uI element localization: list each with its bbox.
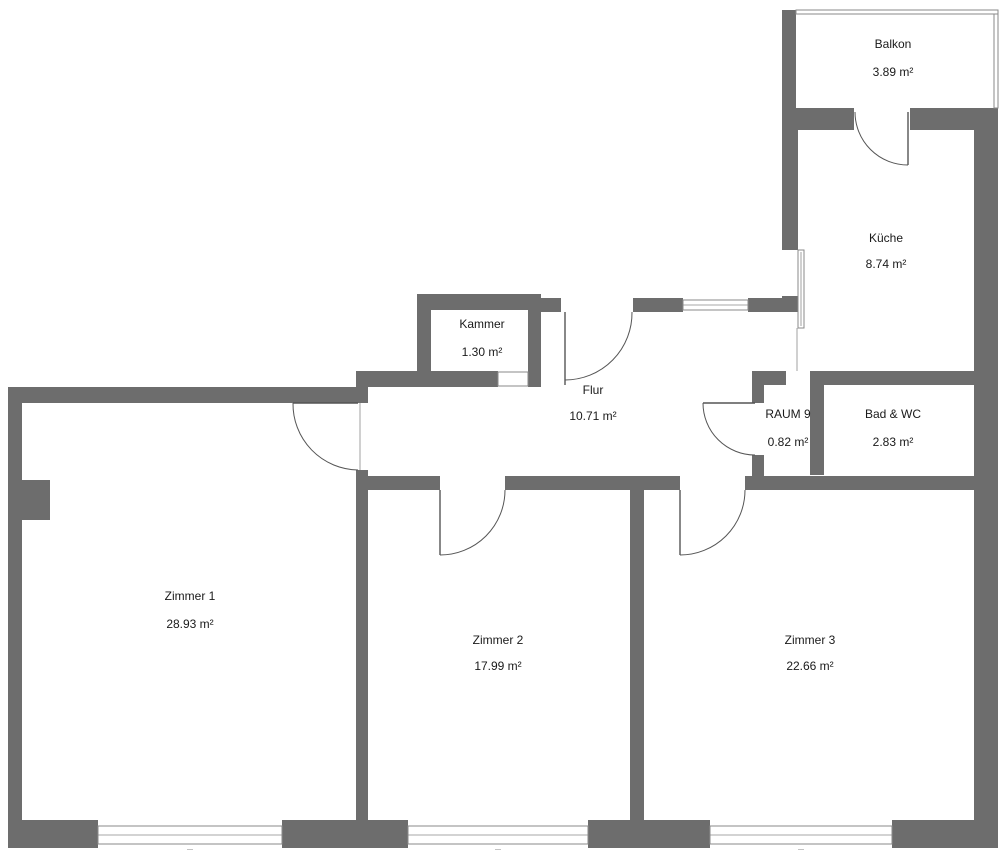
door-swing [439,489,506,556]
wall [417,294,541,310]
room-name: Zimmer 2 [473,633,524,647]
windows [97,9,999,845]
scale-tick: — [187,847,193,852]
room-area: 8.74 m² [866,257,907,271]
wall [356,387,368,403]
doors [292,111,909,556]
wall [356,371,498,387]
wall [282,820,408,848]
room-area: 17.99 m² [474,659,521,673]
wall [810,385,824,475]
room-name: Kammer [459,317,504,331]
wall [633,298,683,312]
room-name: Zimmer 1 [165,589,216,603]
room-balkon: Balkon 3.89 m² [873,37,914,79]
room-area: 3.89 m² [873,65,914,79]
room-area: 0.82 m² [768,435,809,449]
room-name: Zimmer 3 [785,633,836,647]
wall [974,385,998,477]
wall [528,371,541,387]
wall [810,371,998,385]
wall [748,298,798,312]
room-name: RAUM 9 [765,407,811,421]
wall [974,488,998,848]
wall [541,298,561,312]
room-kueche: Küche 8.74 m² [866,231,907,271]
wall [752,385,764,403]
wall [745,476,998,490]
room-raum9: RAUM 9 0.82 m² [765,407,811,449]
room-area: 1.30 m² [462,345,503,359]
door-swing [854,111,909,166]
room-kammer: Kammer 1.30 m² [459,317,504,359]
room-name: Küche [869,231,903,245]
kammer-opening [497,371,529,387]
walls [8,10,998,848]
wall [910,108,998,130]
room-zimmer3: Zimmer 3 22.66 m² [785,633,836,673]
scale-tick: — [798,847,804,852]
wall [752,371,786,385]
door-swing [292,402,359,471]
room-name: Balkon [875,37,912,51]
wall [22,480,50,520]
wall [505,476,680,490]
room-name: Bad & WC [865,407,921,421]
scale-tick: — [495,847,501,852]
room-name: Flur [583,383,604,397]
door-swing [679,489,746,556]
room-area: 2.83 m² [873,435,914,449]
door-swing [702,402,756,456]
wall [782,130,798,250]
wall [752,455,764,477]
wall [782,10,796,108]
wall [8,387,356,403]
wall [417,294,431,372]
window [993,13,999,109]
door-swing [564,311,633,381]
window [795,9,999,15]
wall [630,488,644,848]
wall [588,820,710,848]
wall [356,488,368,848]
wall [8,820,98,848]
room-zimmer1: Zimmer 1 28.93 m² [165,589,216,631]
room-zimmer2: Zimmer 2 17.99 m² [473,633,524,673]
room-flur: Flur 10.71 m² [569,383,616,423]
wall [356,476,440,490]
wall [8,387,22,847]
room-area: 22.66 m² [786,659,833,673]
wall [782,108,854,130]
wall [974,130,998,372]
room-area: 28.93 m² [166,617,213,631]
room-labels: Balkon 3.89 m² Küche 8.74 m² Kammer 1.30… [165,37,922,673]
wall [528,294,541,372]
wall [892,820,998,848]
room-area: 10.71 m² [569,409,616,423]
room-bad: Bad & WC 2.83 m² [865,407,921,449]
